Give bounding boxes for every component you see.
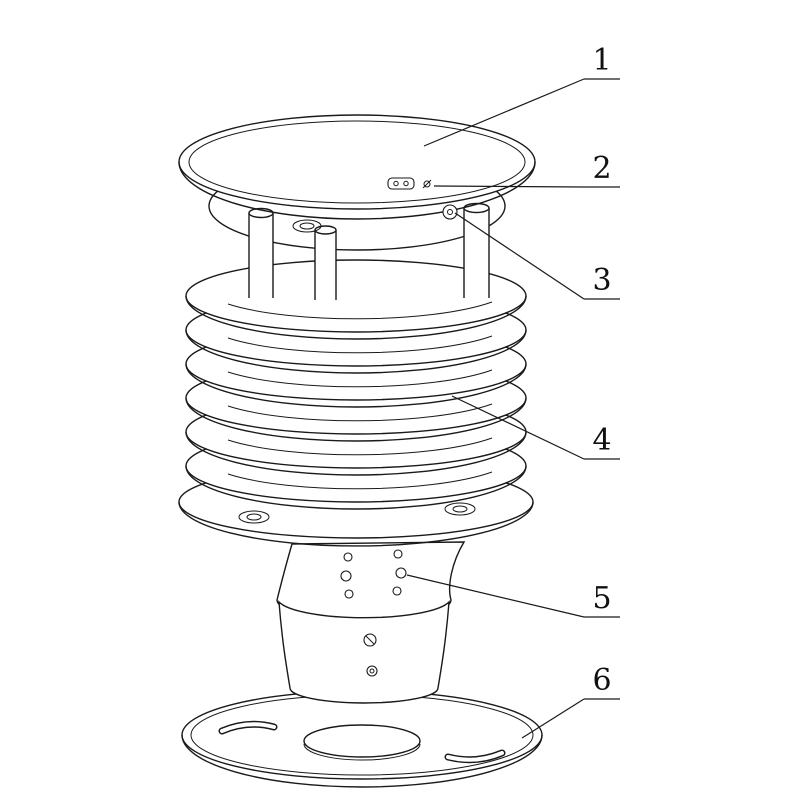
callout-1-leader xyxy=(423,78,585,147)
screw-head-inner xyxy=(447,209,453,215)
callout-4: 4 xyxy=(451,395,620,460)
base-plate-rim xyxy=(181,734,543,788)
cone-lower-body xyxy=(278,600,450,704)
callout-3-label: 3 xyxy=(592,263,611,298)
louver-plate-inner-edge xyxy=(227,437,493,456)
louver-plate-inner-edge xyxy=(227,335,493,354)
callout-4-leader xyxy=(451,395,585,460)
vent-hole xyxy=(340,570,352,582)
callout-3-leader xyxy=(454,212,585,300)
screw-center xyxy=(369,668,375,674)
top-cover xyxy=(178,114,536,220)
callout-6-label: 6 xyxy=(592,663,611,698)
flange-rim xyxy=(178,501,534,547)
vent-hole xyxy=(395,567,407,579)
top-cover-rim xyxy=(178,161,536,220)
callout-4-label: 4 xyxy=(592,423,611,458)
callout-3: 3 xyxy=(454,212,620,300)
callout-6: 6 xyxy=(521,663,620,739)
callout-2: 2 xyxy=(433,151,620,188)
connector-pin xyxy=(403,180,409,187)
louver-plate-rim xyxy=(185,465,527,510)
base-slot-left-inner xyxy=(220,722,276,733)
callout-6-leader xyxy=(521,698,585,739)
cable-connector xyxy=(387,177,432,190)
callout-1: 1 xyxy=(423,43,620,147)
support-post-right xyxy=(463,202,490,298)
post-body xyxy=(464,208,489,298)
vent-hole xyxy=(393,549,403,559)
cone-upper-body xyxy=(276,541,466,621)
flange-slot-right xyxy=(444,502,476,516)
connector-screw xyxy=(423,180,431,188)
louver-plate-rim xyxy=(185,295,527,340)
vent-hole xyxy=(343,552,353,562)
vent-hole xyxy=(392,586,402,596)
louver-plate-rim xyxy=(185,329,527,374)
connector-body xyxy=(387,177,415,190)
flange-slot-right-screw xyxy=(452,505,468,513)
screw-head-outer xyxy=(442,204,458,220)
louver-plate-inner-edge xyxy=(227,301,493,320)
callout-2-leader xyxy=(433,185,585,188)
base-center-hole xyxy=(303,724,421,758)
slot-outer-ring xyxy=(292,219,322,233)
louver-plate-inner-edge xyxy=(227,471,493,490)
mounting-base xyxy=(181,690,543,788)
base-center-hole-depth xyxy=(303,743,421,761)
louver-stack xyxy=(178,259,534,547)
vent-hole xyxy=(344,589,354,599)
callout-5-label: 5 xyxy=(592,581,611,616)
post-body xyxy=(315,230,336,300)
stem-screw-hole xyxy=(366,665,378,677)
top-fittings xyxy=(292,177,458,233)
base-plate-face xyxy=(181,690,543,780)
support-post-left xyxy=(248,207,274,298)
top-plate-slot xyxy=(292,219,322,233)
louver-plate-inner-edge xyxy=(227,369,493,388)
post-body xyxy=(249,213,273,298)
support-posts xyxy=(248,202,490,300)
connector-cone xyxy=(276,541,466,704)
support-post-middle xyxy=(314,225,337,300)
base-slot-right-inner xyxy=(446,751,504,762)
slot-inner-ring xyxy=(299,222,315,230)
screw-slot xyxy=(365,635,375,645)
flange-slot-left xyxy=(238,510,270,524)
top-cover-inner-edge xyxy=(188,120,526,204)
post-screw-head xyxy=(442,204,458,220)
louver-plate-rim xyxy=(185,431,527,476)
connector-screw-slot xyxy=(422,179,432,189)
callout-2-label: 2 xyxy=(592,151,611,186)
callout-5: 5 xyxy=(406,574,620,618)
callouts: 1 2 3 4 5 6 xyxy=(406,43,620,739)
top-cover-face xyxy=(178,114,536,210)
louver-plate-rim xyxy=(185,397,527,442)
flange-slot-left-screw xyxy=(246,513,262,521)
callout-5-leader xyxy=(406,574,585,618)
louver-plate-inner-edge xyxy=(227,403,493,422)
callout-1-label: 1 xyxy=(592,43,611,78)
connector-pin xyxy=(393,180,399,187)
louver-plate-rim xyxy=(185,363,527,408)
